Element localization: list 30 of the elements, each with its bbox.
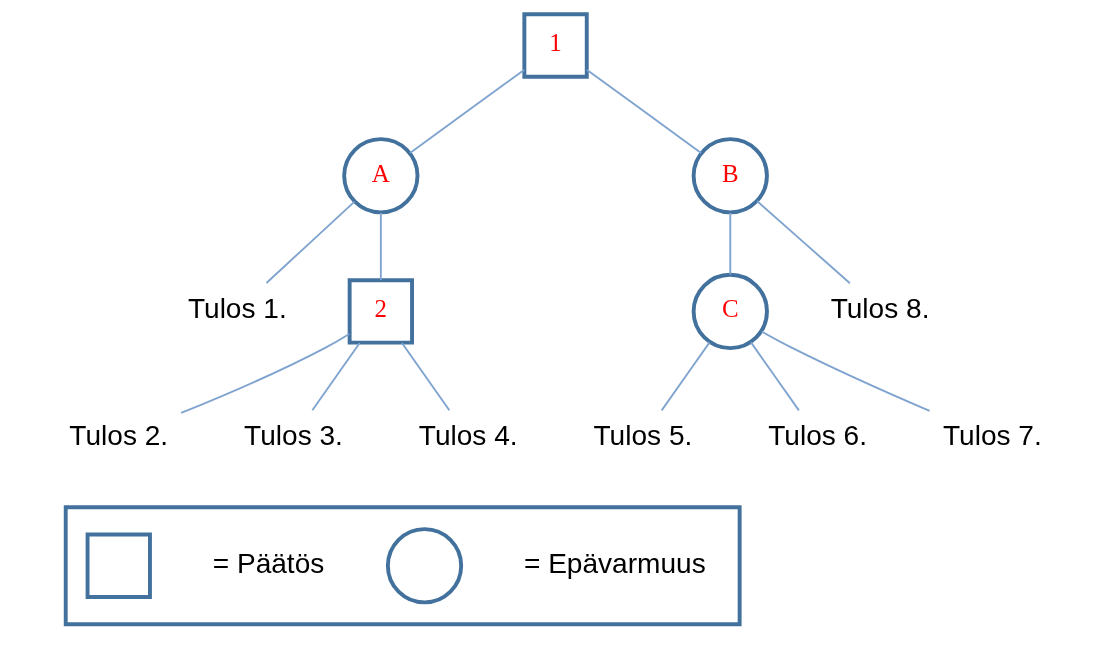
connector xyxy=(310,342,361,412)
connector xyxy=(265,200,355,284)
connector xyxy=(760,330,931,412)
connector xyxy=(379,211,382,282)
node-circle: C xyxy=(691,272,769,351)
node-box: 1 xyxy=(521,12,589,79)
node-circle: B xyxy=(691,137,769,215)
connector xyxy=(755,200,851,285)
node-box: 2 xyxy=(347,278,414,345)
node-text: Tulos 8. xyxy=(830,293,929,325)
node-circle xyxy=(385,527,463,605)
node-text: Tulos 3. xyxy=(243,420,343,452)
node-text: Tulos 2. xyxy=(68,420,168,452)
node-text: Tulos 5. xyxy=(593,420,692,452)
connector xyxy=(408,68,525,154)
connector xyxy=(660,341,710,412)
connector xyxy=(749,341,800,412)
connector xyxy=(179,333,350,414)
node-text: Tulos 1. xyxy=(187,293,287,325)
node-box xyxy=(85,532,152,599)
connector xyxy=(400,342,450,412)
node-circle: A xyxy=(341,137,419,215)
node-text: Tulos 6. xyxy=(767,420,867,452)
connector xyxy=(728,211,731,276)
node-label: = Päätös xyxy=(212,547,324,579)
node-text: Tulos 7. xyxy=(942,420,1042,452)
connector xyxy=(585,68,702,154)
node-label: = Epävarmuus xyxy=(523,547,706,579)
node-text: Tulos 4. xyxy=(418,420,518,452)
cluster xyxy=(63,505,742,627)
